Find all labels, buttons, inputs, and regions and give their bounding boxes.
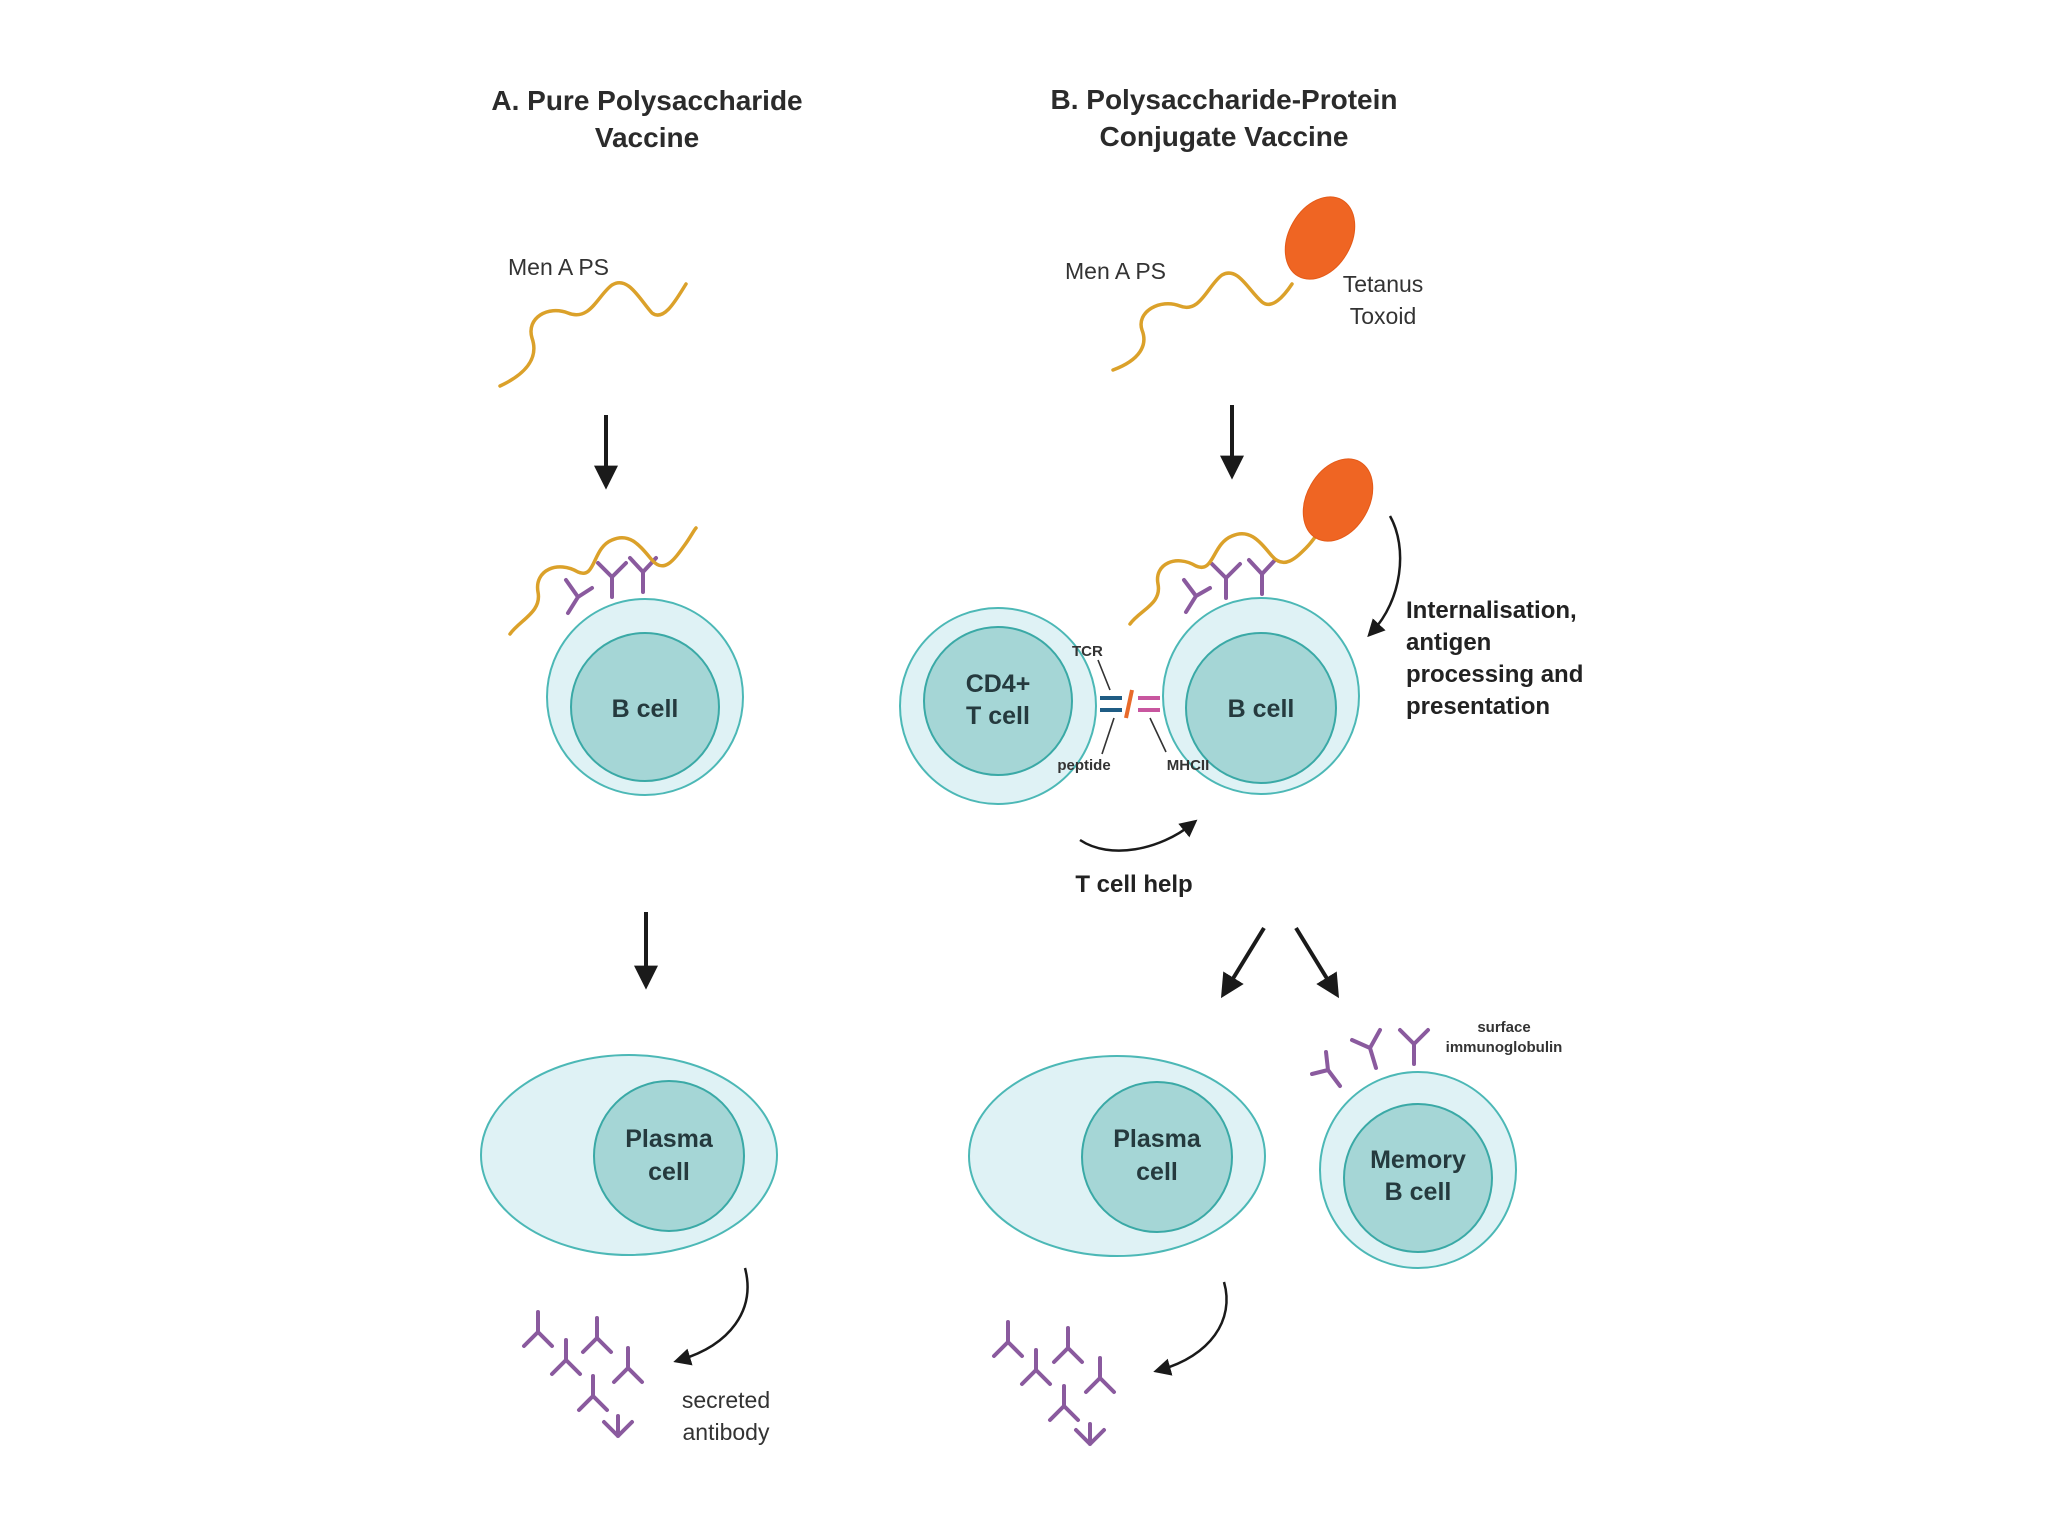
panel-a-ps-label: Men A PS: [508, 254, 609, 280]
antibody-icon: [1310, 1050, 1342, 1088]
mhc-leader: [1149, 717, 1167, 753]
panel-b-arrow-to-memory: [1294, 926, 1340, 999]
internalisation-line2: antigen: [1406, 629, 1491, 656]
panel-b-plasma-cell-nucleus: [1081, 1081, 1233, 1233]
peptide-leader: [1101, 717, 1115, 755]
peptide-icon: [1124, 689, 1134, 719]
panel-b-secreted-antibodies: [992, 1320, 1116, 1446]
panel-b-memory-line1: Memory: [1370, 1146, 1466, 1174]
panel-b-memory-cell-nucleus: [1343, 1103, 1493, 1253]
antibody-icon: [992, 1320, 1024, 1358]
panel-b-plasma-label-line1: Plasma: [1113, 1125, 1202, 1153]
panel-b-title-line1: B. Polysaccharide-Protein: [1050, 84, 1397, 115]
panel-b-internalisation-arrow: [1367, 515, 1402, 638]
internalisation-line4: presentation: [1406, 693, 1550, 720]
panel-b-toxoid-line1: Tetanus: [1343, 271, 1424, 297]
internalisation-line1: Internalisation,: [1406, 597, 1577, 624]
panel-b-secretion-arrow: [1153, 1281, 1228, 1376]
antibody-icon: [1052, 1326, 1084, 1364]
panel-a-title-line1: A. Pure Polysaccharide: [491, 85, 802, 116]
panel-a-b-cell-label: B cell: [612, 695, 679, 723]
antibody-icon: [1182, 578, 1212, 614]
antibody-icon: [602, 1414, 634, 1438]
panel-b-synapse: TCR peptide MHCII: [1057, 643, 1209, 774]
panel-a-bound-polysaccharide-icon: [508, 526, 698, 636]
panel-b-t-cell-line1: CD4+: [966, 670, 1031, 698]
panel-a-receptor-antibodies: [564, 556, 658, 615]
antibody-icon: [612, 1346, 644, 1384]
panel-b-t-cell-line2: T cell: [966, 702, 1030, 730]
panel-b-bound-toxoid-icon: [1302, 458, 1374, 542]
antibody-icon: [1350, 1028, 1382, 1070]
antibody-icon: [1247, 558, 1277, 596]
antibody-icon: [581, 1316, 613, 1354]
antibody-icon: [550, 1338, 582, 1376]
panel-b-receptor-antibodies: [1182, 558, 1277, 614]
panel-a: A. Pure Polysaccharide Vaccine Men A PS …: [480, 85, 803, 1445]
antibody-icon: [1210, 562, 1242, 600]
surface-ig-line1: surface: [1477, 1019, 1530, 1036]
panel-a-secreted-antibodies: [522, 1310, 644, 1438]
panel-b-bound-polysaccharide-icon: [1128, 526, 1324, 626]
antibody-icon: [1084, 1356, 1116, 1394]
panel-b-plasma-label-line2: cell: [1136, 1158, 1178, 1186]
tcr-label: TCR: [1072, 643, 1103, 660]
panel-b-toxoid-line2: Toxoid: [1350, 303, 1416, 329]
internalisation-line3: processing and: [1406, 661, 1583, 688]
panel-b-ps-label: Men A PS: [1065, 258, 1166, 284]
antibody-icon: [628, 556, 658, 594]
panel-a-b-cell-nucleus: [570, 632, 720, 782]
panel-b-surface-antibodies: [1310, 1028, 1430, 1088]
panel-b: B. Polysaccharide-Protein Conjugate Vacc…: [899, 84, 1583, 1446]
antibody-icon: [1074, 1422, 1106, 1446]
panel-a-plasma-label-line2: cell: [648, 1158, 690, 1186]
mhc-label: MHCII: [1167, 757, 1210, 774]
antibody-icon: [564, 578, 594, 615]
antibody-icon: [1020, 1348, 1052, 1386]
antibody-icon: [1048, 1384, 1080, 1422]
tcr-leader: [1097, 659, 1111, 691]
panel-a-plasma-cell-nucleus: [593, 1080, 745, 1232]
panel-b-memory-line2: B cell: [1385, 1178, 1452, 1206]
panel-a-plasma-label-line1: Plasma: [625, 1125, 714, 1153]
panel-b-toxoid-icon: [1284, 196, 1356, 280]
panel-a-secreted-line1: secreted: [682, 1387, 770, 1413]
t-cell-help-label: T cell help: [1075, 871, 1192, 898]
panel-a-title-line2: Vaccine: [595, 122, 699, 153]
antibody-icon: [596, 561, 628, 599]
surface-ig-line2: immunoglobulin: [1446, 1039, 1563, 1056]
panel-b-polysaccharide-icon: [1111, 271, 1294, 372]
panel-b-title-line2: Conjugate Vaccine: [1100, 121, 1349, 152]
panel-a-secreted-line2: antibody: [683, 1419, 770, 1445]
antibody-icon: [577, 1374, 609, 1412]
panel-b-t-cell-help-arrow: [1079, 819, 1198, 852]
antibody-icon: [522, 1310, 554, 1348]
antibody-icon: [1398, 1028, 1430, 1066]
peptide-label: peptide: [1057, 757, 1110, 774]
panel-b-t-cell-nucleus: [923, 626, 1073, 776]
panel-b-arrow-to-plasma: [1220, 926, 1266, 999]
panel-b-b-cell-label: B cell: [1228, 695, 1295, 723]
panel-b-b-cell-nucleus: [1185, 632, 1337, 784]
panel-a-secretion-arrow: [673, 1267, 749, 1366]
panel-a-polysaccharide-icon: [498, 281, 688, 388]
